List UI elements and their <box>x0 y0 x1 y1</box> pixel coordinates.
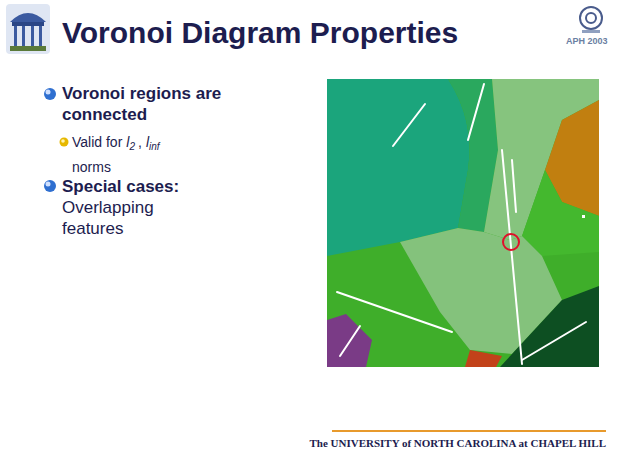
sub-bullet: Valid forl2,linfnorms <box>72 132 272 177</box>
comma: , <box>138 132 142 152</box>
bullet-text: Overlapping features <box>62 197 172 239</box>
norm-symbol: l <box>126 132 129 152</box>
text: norms <box>72 157 111 177</box>
slide-title: Voronoi Diagram Properties <box>62 16 458 50</box>
text: Valid for <box>72 132 122 152</box>
voronoi-image <box>327 79 599 367</box>
bullet-text: Special cases: <box>62 176 262 197</box>
logo-text: APH 2003 <box>566 36 608 46</box>
bullet-text: Voronoi regions are connected <box>62 83 222 125</box>
subscript: 2 <box>129 137 135 157</box>
footer-text: The UNIVERSITY of NORTH CAROLINA at CHAP… <box>309 437 606 449</box>
footer-rule <box>332 430 606 432</box>
siggraph-logo <box>580 7 602 33</box>
bullets <box>44 88 69 192</box>
subscript: inf <box>149 137 160 157</box>
norm-symbol: l <box>146 132 149 152</box>
old-well-logo <box>6 4 50 54</box>
